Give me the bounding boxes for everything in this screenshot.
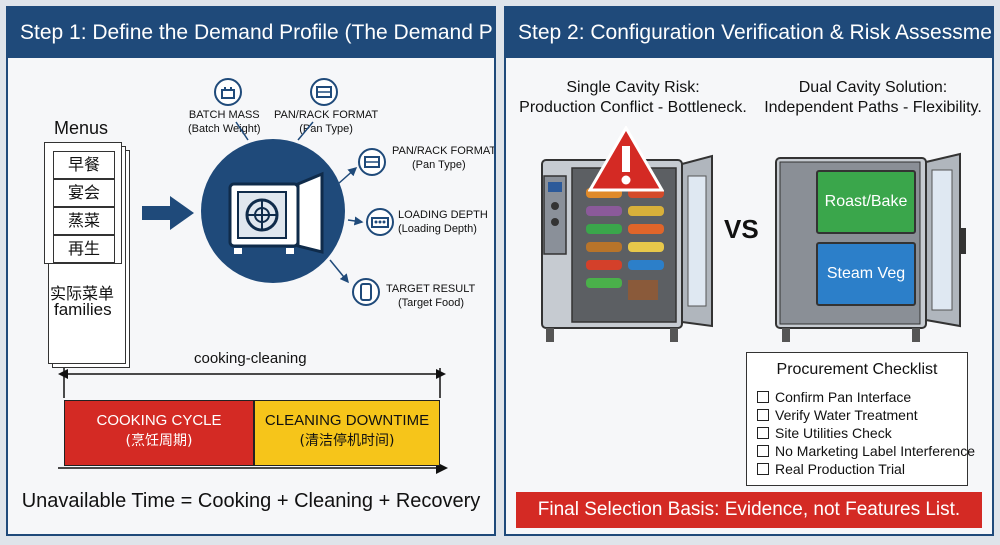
checklist-item[interactable]: Verify Water Treatment xyxy=(757,407,918,423)
menus-card: 早餐 宴会 蒸菜 再生 xyxy=(44,142,122,264)
checklist-item[interactable]: Site Utilities Check xyxy=(757,425,892,441)
factor-label-target-result: TARGET RESULT(Target Food) xyxy=(386,283,476,309)
step1-title: Step 1: Define the Demand Profile (The D… xyxy=(8,8,494,58)
cooking-cycle-bar: COOKING CYCLE (烹饪周期) xyxy=(64,400,254,466)
pan-rack-icon xyxy=(358,148,386,176)
final-selection-banner: Final Selection Basis: Evidence, not Fea… xyxy=(516,492,982,528)
checklist-item[interactable]: Confirm Pan Interface xyxy=(757,389,911,405)
warning-icon xyxy=(588,126,664,192)
cleaning-downtime-bar: CLEANING DOWNTIME (清洁停机时间) xyxy=(254,400,440,466)
oven-circle-icon xyxy=(201,139,345,283)
single-cavity-label: Single Cavity Risk: Production Conflict … xyxy=(519,79,747,116)
checklist-title: Procurement Checklist xyxy=(776,361,938,378)
checkbox-icon[interactable] xyxy=(757,409,769,421)
checklist-item[interactable]: No Marketing Label Interference xyxy=(757,443,975,459)
procurement-checklist: Procurement Checklist Confirm Pan Interf… xyxy=(746,352,975,486)
step1-panel: Step 1: Define the Demand Profile (The D… xyxy=(6,6,496,536)
menu-caption-en: families xyxy=(54,300,112,319)
menu-caption-cn: 实际菜单 xyxy=(50,284,115,303)
loading-depth-icon xyxy=(366,208,394,236)
checkbox-icon[interactable] xyxy=(757,463,769,475)
checklist-item[interactable]: Real Production Trial xyxy=(757,461,905,477)
unavailable-time-equation: Unavailable Time = Cooking + Cleaning + … xyxy=(21,490,481,512)
dual-cavity-label: Dual Cavity Solution: Independent Paths … xyxy=(764,79,982,116)
checkbox-icon[interactable] xyxy=(757,391,769,403)
factor-label-loading-depth: LOADING DEPTH(Loading Depth) xyxy=(398,209,488,235)
pan-rack-icon xyxy=(310,78,338,106)
arrow-right-icon xyxy=(142,196,194,230)
factor-label-pan-rack: PAN/RACK FORMAT(Pan Type) xyxy=(274,109,379,135)
factor-label-pan-rack-2: PAN/RACK FORMAT(Pan Type) xyxy=(392,145,496,171)
timeline-label: cooking-cleaning xyxy=(194,350,307,367)
steam-veg-cavity: Steam Veg xyxy=(816,242,916,306)
menu-item: 早餐 xyxy=(53,151,115,179)
timeline-axis xyxy=(58,368,448,474)
step2-title: Step 2: Configuration Verification & Ris… xyxy=(506,8,992,58)
roast-bake-cavity: Roast/Bake xyxy=(816,170,916,234)
menu-item: 蒸菜 xyxy=(53,207,115,235)
menus-title: Menus xyxy=(54,118,109,138)
batch-mass-icon xyxy=(214,78,242,106)
vs-label: VS xyxy=(724,214,759,244)
connector-lines xyxy=(235,121,364,284)
single-cavity-oven-icon xyxy=(541,154,713,342)
checkbox-icon[interactable] xyxy=(757,427,769,439)
target-result-icon xyxy=(352,278,380,306)
menu-item: 宴会 xyxy=(53,179,115,207)
menu-item: 再生 xyxy=(53,235,115,263)
step2-panel: Step 2: Configuration Verification & Ris… xyxy=(504,6,994,536)
checkbox-icon[interactable] xyxy=(757,445,769,457)
